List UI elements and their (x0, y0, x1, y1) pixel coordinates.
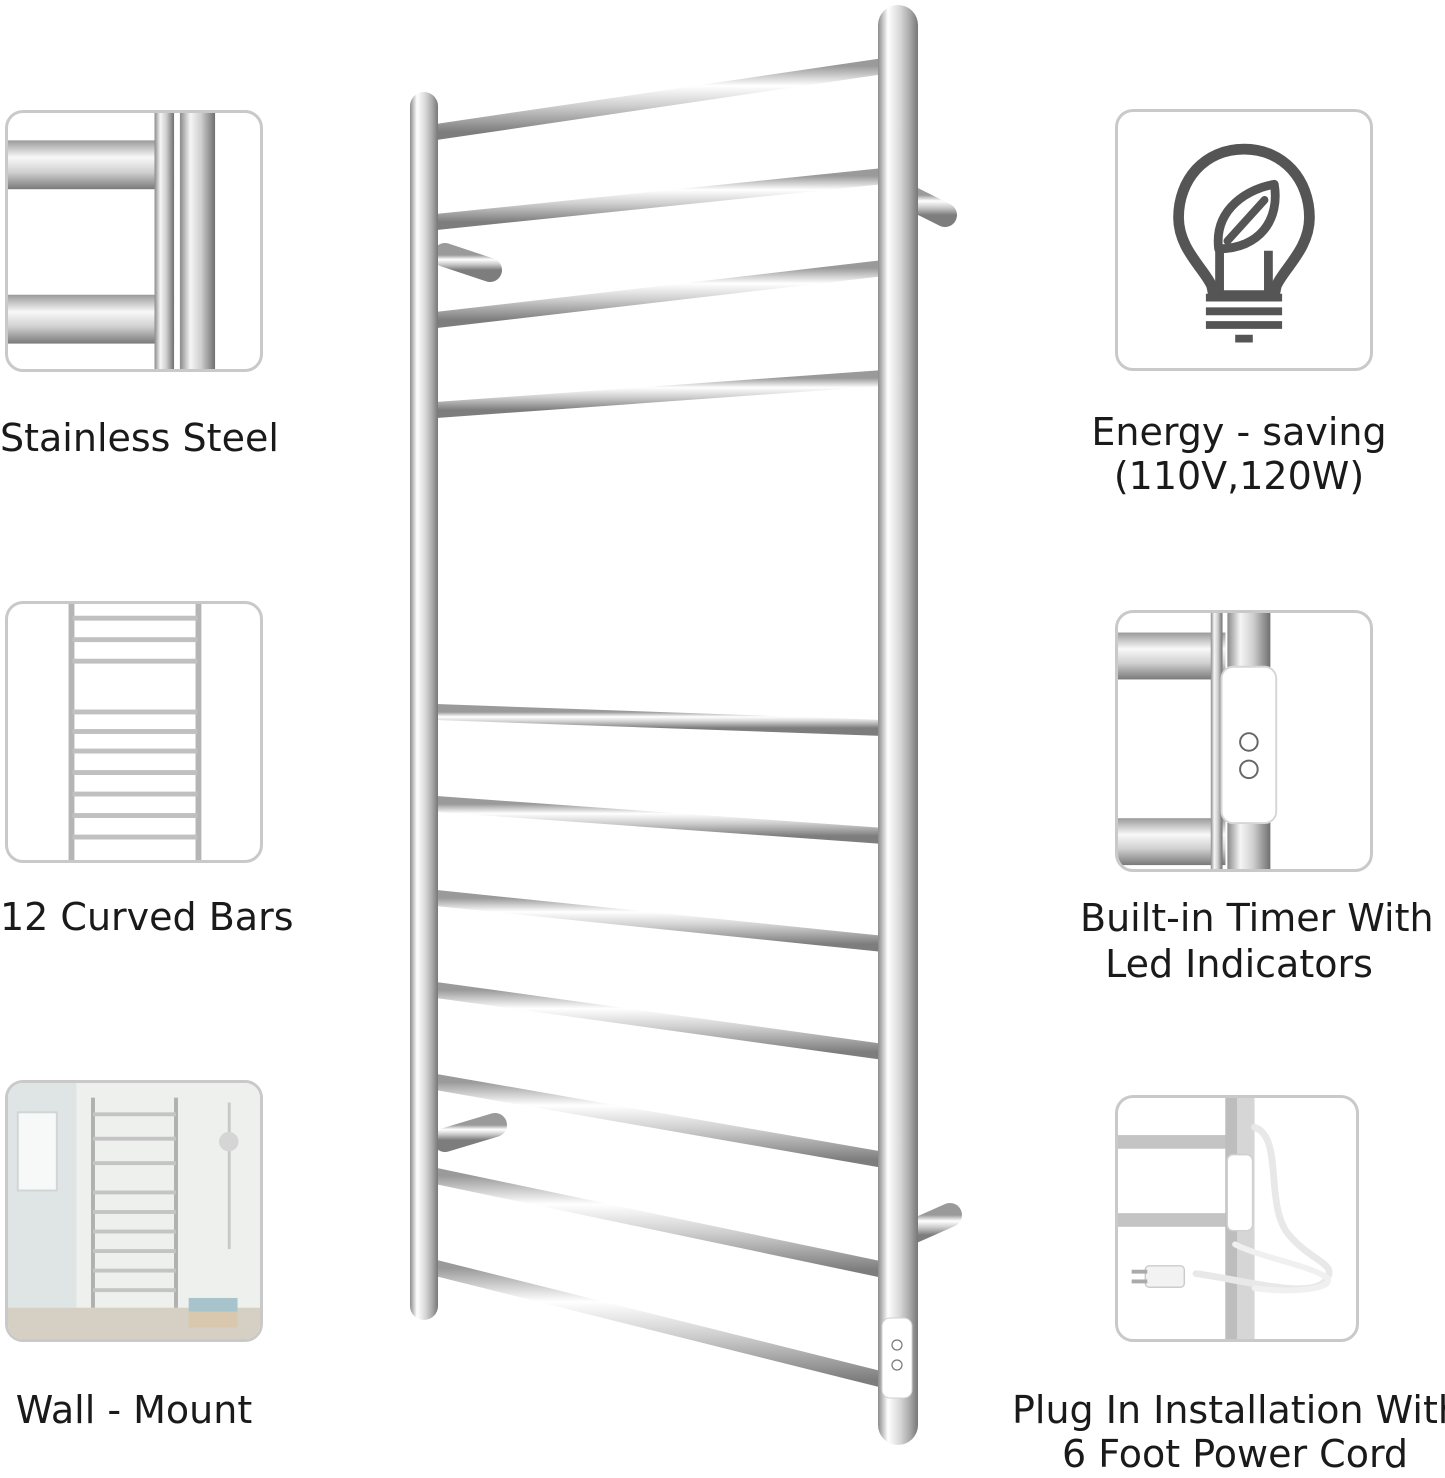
feature-label-line2: Led Indicators (1105, 942, 1373, 986)
feature-label-line2: (110V,120W) (1113, 454, 1365, 498)
feature-label: Wall - Mount (15, 1388, 253, 1432)
feature-label-line2: 6 Foot Power Cord (1061, 1432, 1409, 1476)
feature-label: 12 Curved Bars (0, 895, 294, 939)
timer-control-closeup (1115, 610, 1373, 872)
right-post (878, 5, 918, 1445)
towel-warmer-rack-image (410, 5, 962, 1445)
bathroom-wall-mount-photo (5, 1080, 263, 1342)
control-panel (881, 1317, 913, 1399)
feature-label: Stainless Steel (0, 416, 279, 460)
feature-label-line1: Plug In Installation With (1012, 1388, 1445, 1432)
feature-label-line1: Built-in Timer With (1080, 896, 1434, 940)
rung-bars (428, 58, 892, 1388)
eco-bulb-icon (1173, 143, 1315, 343)
eco-bulb-card (1115, 109, 1373, 371)
plug-cord-closeup (1115, 1095, 1359, 1342)
rack-bars-thumbnail (5, 601, 263, 863)
stainless-steel-closeup-image (5, 110, 263, 372)
feature-label-line1: Energy - saving (1091, 410, 1387, 454)
left-post (410, 92, 438, 1320)
